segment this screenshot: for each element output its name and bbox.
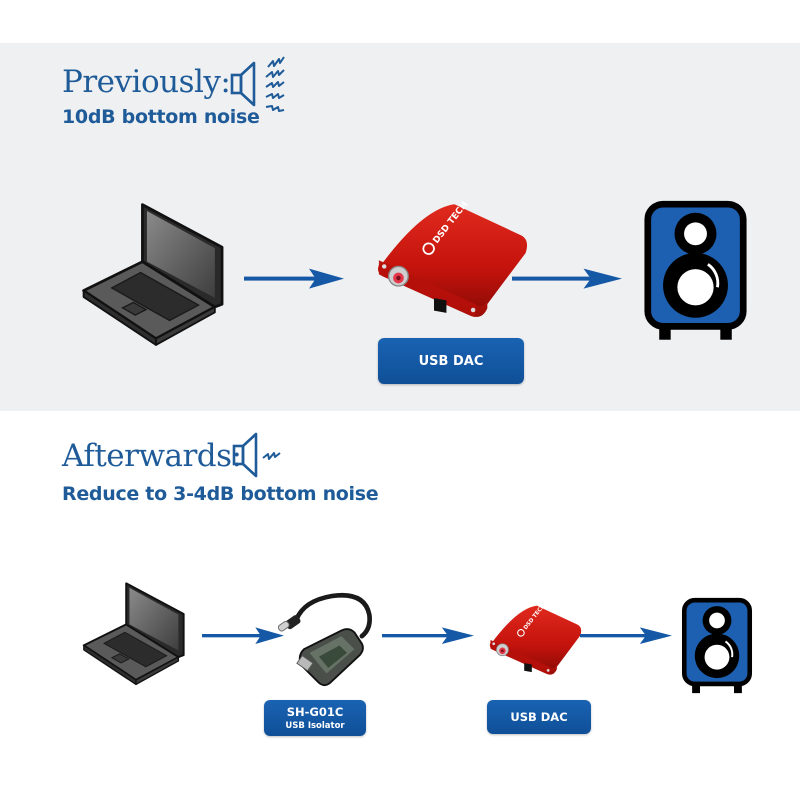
speaker-loud-noise-icon [230,56,285,112]
usb-isolator-icon [276,582,388,694]
usb-dac-label: USB DAC [487,700,591,734]
usb-dac-label: USB DAC [378,338,524,384]
usb-isolator-label: SH-G01C USB Isolator [264,700,366,736]
arrow-icon [580,626,672,646]
arrow-icon [382,626,474,646]
afterwards-subtitle: Reduce to 3-4dB bottom noise [62,483,379,505]
usb-isolator-label-text: SH-G01C [286,705,344,719]
usb-dac-label-text: USB DAC [510,710,568,724]
laptop-icon [70,188,242,348]
usb-dac-icon [370,198,530,326]
previously-subtitle: 10dB bottom noise [62,106,260,128]
laptop-icon [74,570,198,688]
arrow-icon [202,626,284,646]
speaker-low-noise-icon [232,432,281,478]
speaker-icon [681,594,753,698]
previously-title: Previously: [62,64,231,100]
speaker-icon [643,196,748,346]
afterwards-title: Afterwards: [62,438,242,474]
arrow-icon [512,267,622,291]
usb-dac-icon [485,600,583,682]
usb-isolator-sublabel-text: USB Isolator [285,721,345,731]
usb-dac-label-text: USB DAC [418,353,484,369]
arrow-icon [244,267,344,291]
